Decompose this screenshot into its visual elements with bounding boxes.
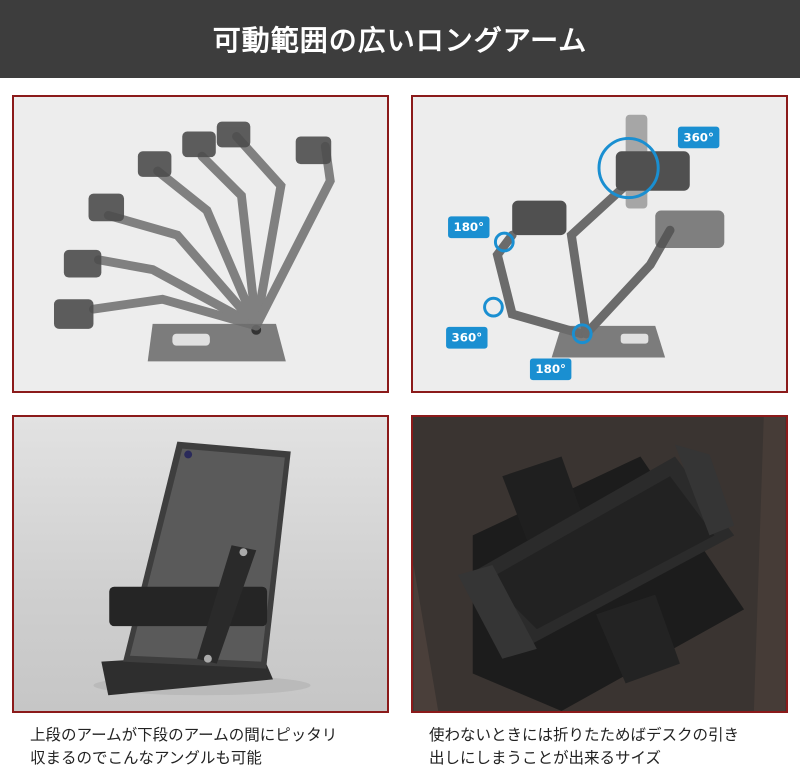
tablet-stand-illustration xyxy=(93,441,311,696)
svg-text:360°: 360° xyxy=(683,130,714,144)
tablet-on-stand-photo xyxy=(12,415,389,713)
caption-right-line2: 出しにしまうことが出来るサイズ xyxy=(429,749,662,767)
badge-top-right: 360° xyxy=(677,126,720,149)
header-title: 可動範囲の広いロングアーム xyxy=(212,24,588,57)
rotation-range-photo: 360° 180° 360° 180° xyxy=(411,95,788,393)
folded-in-drawer-photo xyxy=(411,415,788,713)
svg-text:180°: 180° xyxy=(453,220,484,234)
caption-left-line1: 上段のアームが下段のアームの間にピッタリ xyxy=(30,726,338,744)
arm-fan-photo xyxy=(12,95,389,393)
stand-arm xyxy=(197,545,257,664)
rotation-illustration: 360° 180° 360° 180° xyxy=(446,114,725,381)
arm-positions xyxy=(89,132,335,331)
caption-right-line1: 使わないときには折りたためばデスクの引き xyxy=(429,726,740,744)
caption-right: 使わないときには折りたためばデスクの引き 出しにしまうことが出来るサイズ xyxy=(429,724,789,770)
caption-left: 上段のアームが下段のアームの間にピッタリ 収まるのでこんなアングルも可能 xyxy=(30,724,390,770)
caption-left-line2: 収まるのでこんなアングルも可能 xyxy=(30,749,262,767)
svg-text:180°: 180° xyxy=(535,362,566,376)
badge-bottom: 180° xyxy=(529,358,572,381)
arm-fan-illustration xyxy=(53,121,335,362)
svg-text:360°: 360° xyxy=(452,331,483,345)
tablet-clamp xyxy=(109,586,268,627)
badge-lower-left: 360° xyxy=(446,326,488,349)
page-header: 可動範囲の広いロングアーム xyxy=(0,0,800,78)
stand-base xyxy=(147,323,286,362)
badge-upper-left: 180° xyxy=(448,216,490,239)
holder-heads xyxy=(53,121,332,329)
base-slot xyxy=(172,333,210,346)
rotation-indicators xyxy=(483,136,660,345)
drawer-illustration xyxy=(413,417,786,711)
